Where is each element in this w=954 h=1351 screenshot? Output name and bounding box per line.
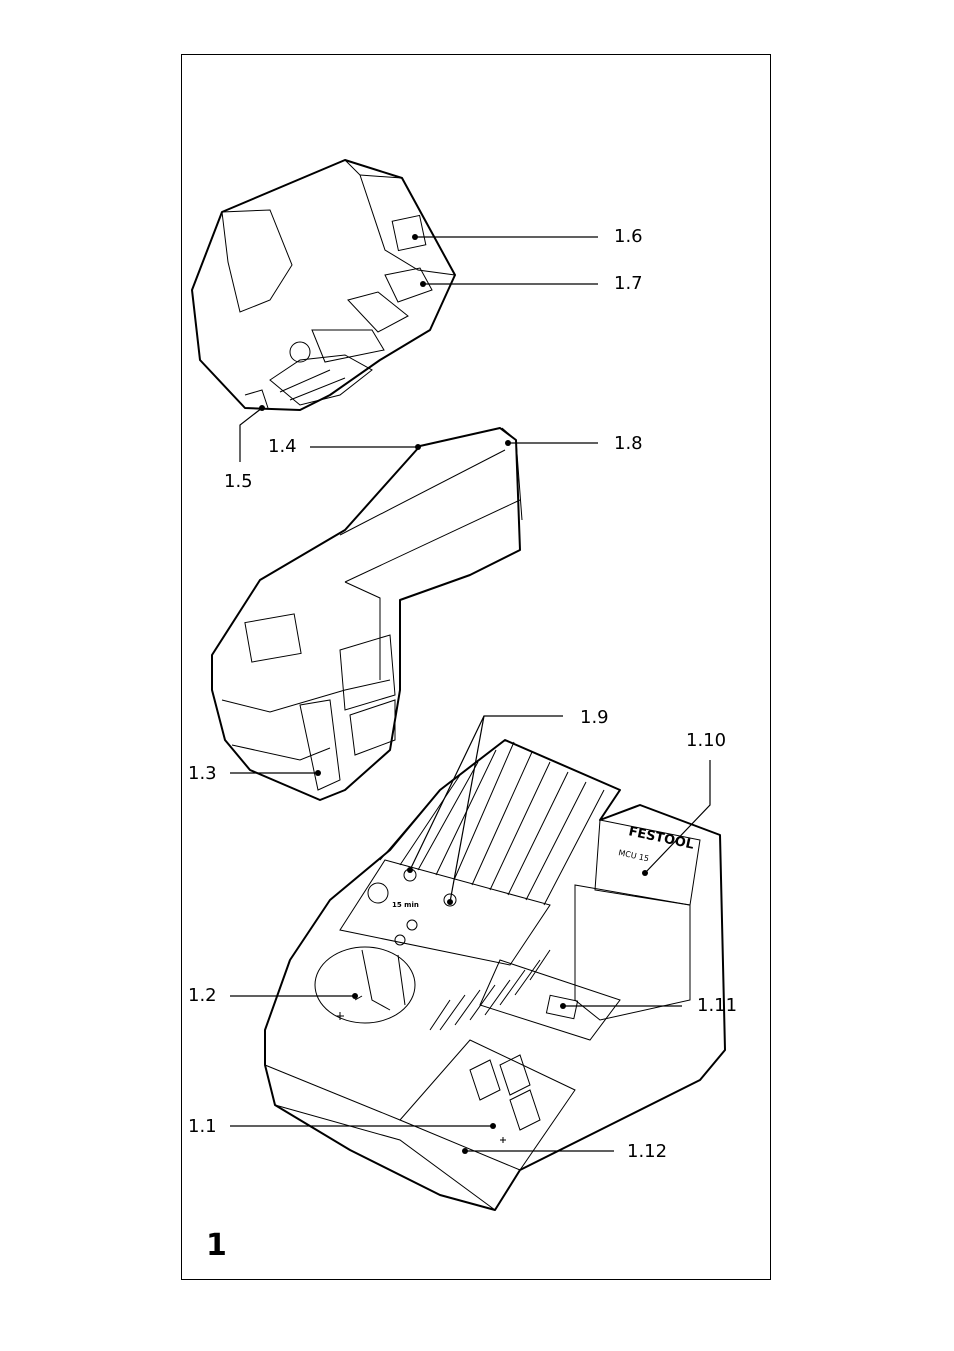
charger-unit: [264, 739, 726, 1211]
callout-1-5: 1.5: [224, 471, 253, 492]
callout-1-8: 1.8: [614, 433, 643, 454]
figure-frame: [181, 54, 771, 1280]
callout-1-7: 1.7: [614, 273, 643, 294]
callout-1-12: 1.12: [627, 1141, 668, 1162]
leader-lines: [230, 234, 711, 1154]
callout-1-4: 1.4: [268, 436, 297, 457]
charger-time-label: 15 min: [392, 901, 419, 909]
figure-number: 1: [206, 1228, 227, 1263]
callout-1-1: 1.1: [188, 1116, 217, 1137]
battery-pack-middle: [211, 427, 523, 801]
callout-1-6: 1.6: [614, 226, 643, 247]
callout-1-10: 1.10: [686, 730, 727, 751]
battery-pack-top: [191, 159, 456, 411]
callout-1-2: 1.2: [188, 985, 217, 1006]
callout-1-11: 1.11: [697, 995, 738, 1016]
callout-1-3: 1.3: [188, 763, 217, 784]
callout-1-9: 1.9: [580, 707, 609, 728]
